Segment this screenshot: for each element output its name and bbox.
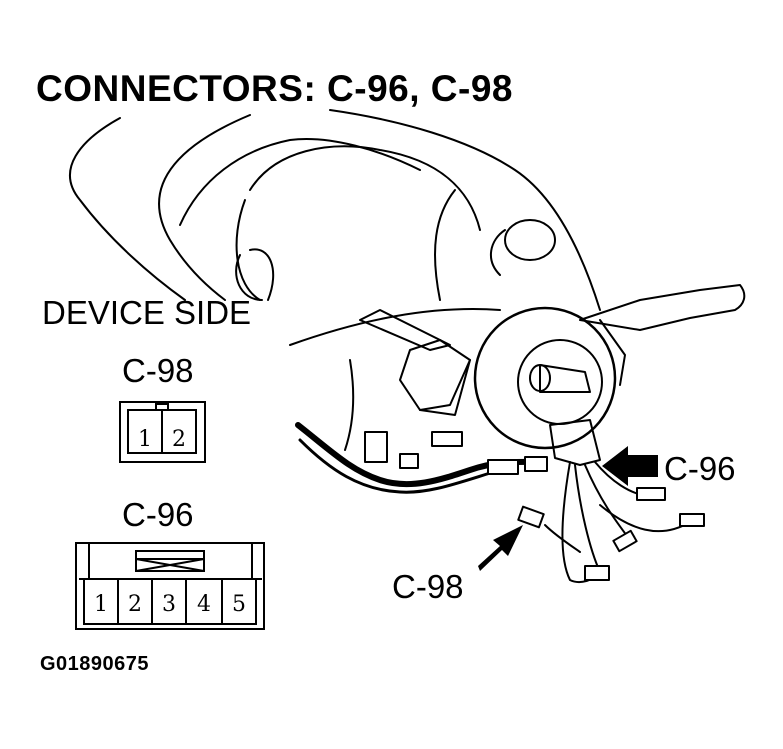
c98-arrow <box>478 525 523 571</box>
figure-code: G01890675 <box>40 653 150 675</box>
c96-pin-4: 4 <box>197 592 211 617</box>
c98-pin-1: 1 <box>138 427 152 452</box>
device-side-label: DEVICE SIDE <box>42 294 252 331</box>
c96-connector-label: C-96 <box>122 496 194 533</box>
c96-connector-face: 1 2 3 4 5 <box>75 542 265 630</box>
c98-connector-label: C-98 <box>122 352 194 389</box>
diagram-title: CONNECTORS: C-96, C-98 <box>36 68 514 109</box>
c96-callout-label: C-96 <box>664 450 736 487</box>
c98-callout-label: C-98 <box>392 568 464 605</box>
c96-pin-2: 2 <box>128 592 142 617</box>
c98-connector-face: 1 2 <box>119 401 206 463</box>
c96-pin-5: 5 <box>232 592 246 617</box>
c96-pin-3: 3 <box>162 592 176 617</box>
c98-pin-2: 2 <box>172 427 186 452</box>
c96-pin-1: 1 <box>94 592 108 617</box>
c96-arrow <box>602 446 658 486</box>
